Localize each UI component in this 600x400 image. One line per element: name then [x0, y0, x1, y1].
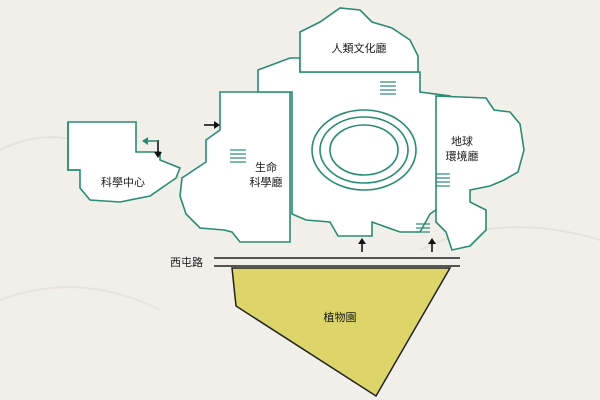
stairs-icon [380, 81, 396, 95]
road [214, 257, 460, 267]
label-road: 西屯路 [170, 256, 203, 269]
label-earth-2: 環境廳 [446, 149, 479, 163]
label-anthropology: 人類文化廳 [332, 41, 387, 55]
label-botanical-garden: 植物園 [324, 310, 357, 324]
entrance-arrow-icon [154, 140, 162, 158]
label-life-science-1: 生命 [255, 160, 277, 174]
entrance-arrow-icon [204, 121, 220, 129]
label-earth-1: 地球 [451, 134, 473, 148]
entrance-arrow-icon [428, 238, 436, 252]
central-courtyard [311, 109, 417, 191]
stairs-icon [230, 149, 246, 163]
area-earth-hall[interactable] [435, 95, 525, 251]
area-life-science-hall[interactable] [179, 91, 291, 243]
stairs-icon [436, 173, 450, 187]
label-life-science-2: 科學廳 [250, 175, 283, 189]
exit-arrow-icon [142, 137, 158, 145]
area-botanical-garden[interactable] [231, 267, 452, 398]
stairs-icon [416, 223, 430, 233]
entrance-arrow-icon [358, 238, 366, 252]
area-science-center[interactable] [67, 121, 182, 203]
area-anthropology-hall[interactable] [299, 7, 419, 73]
label-science-center: 科學中心 [101, 175, 145, 189]
